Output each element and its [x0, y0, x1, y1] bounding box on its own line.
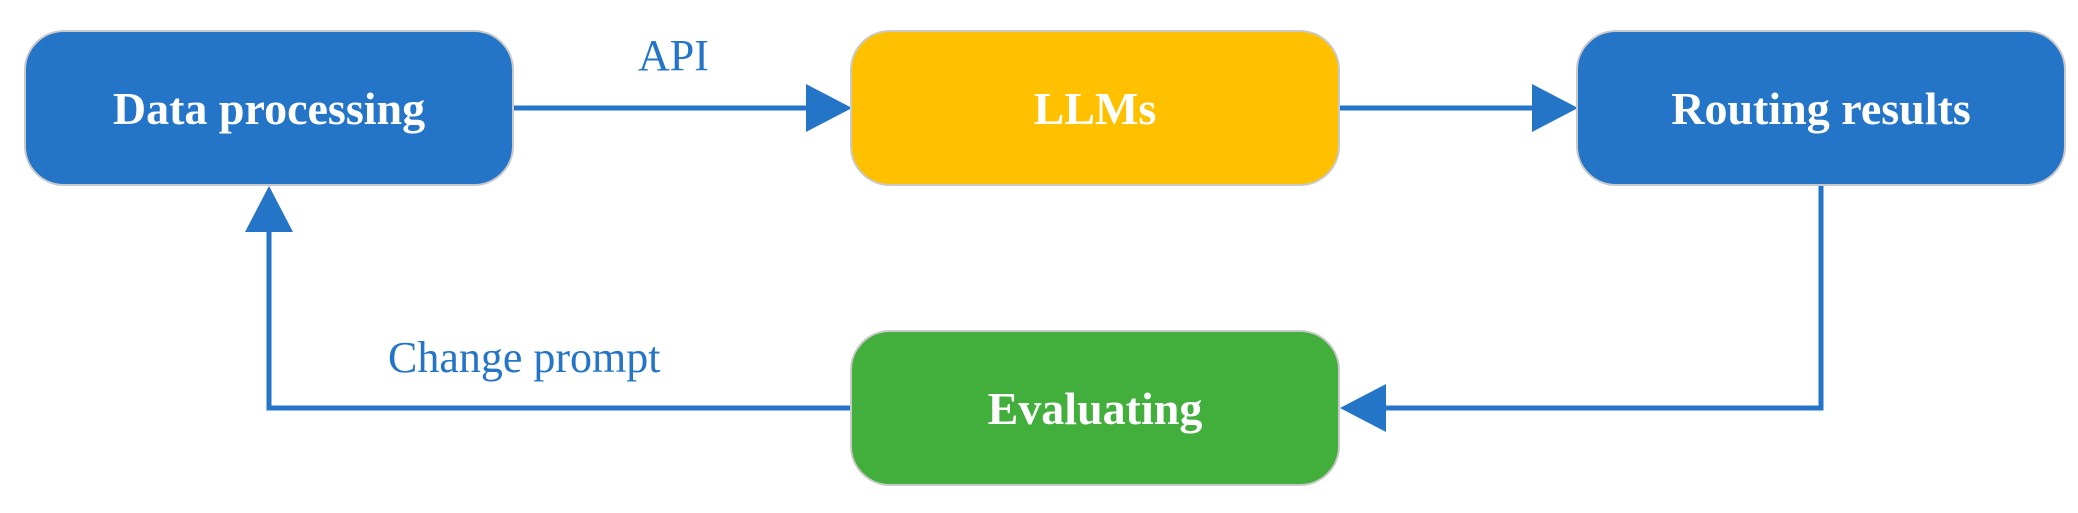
arrowhead-into-llm — [806, 84, 852, 132]
edge-eval-to-data — [266, 230, 850, 411]
arrowhead-into-routing — [1532, 84, 1578, 132]
edge-label-change-prompt: Change prompt — [388, 333, 661, 382]
node-routing-results: Routing results — [1576, 30, 2066, 186]
edge-label-api: API — [638, 31, 709, 80]
edge-routing-to-eval — [1384, 186, 1824, 411]
node-data-processing: Data processing — [24, 30, 514, 186]
node-llms: LLMs — [850, 30, 1340, 186]
arrowhead-into-data — [245, 186, 293, 232]
node-evaluating: Evaluating — [850, 330, 1340, 486]
arrowhead-into-eval — [1340, 384, 1386, 432]
